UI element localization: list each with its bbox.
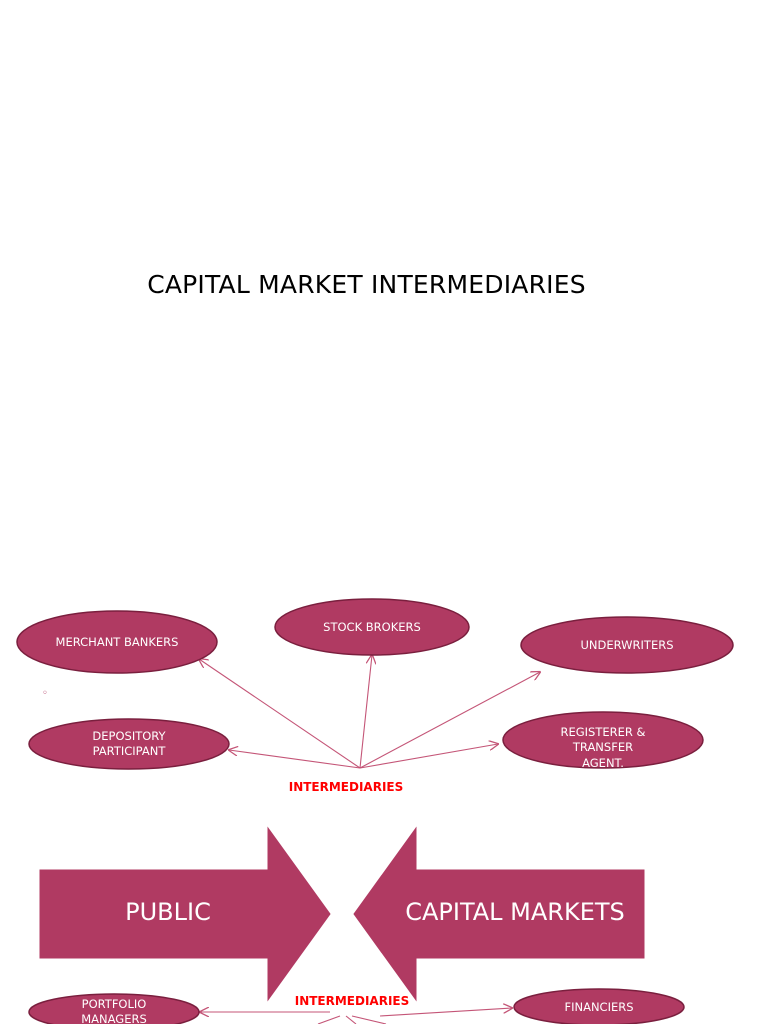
connector-depository-participant [229,750,361,769]
connector-stock-brokers [359,655,372,769]
center-label-top: INTERMEDIARIES [289,780,404,794]
top-connectors [199,655,540,769]
node-label: PORTFOLIO [82,997,147,1011]
node-financiers: FINANCIERS [513,988,685,1024]
node-label: PARTICIPANT [93,744,167,758]
node-merchant-bankers: MERCHANT BANKERS [16,610,218,674]
connector-merchant-bankers [199,659,361,769]
arrow-capital-markets: CAPITAL MARKETS [353,826,645,1002]
node-registerer-transfer-agent: REGISTERER & TRANSFER AGENT. [502,711,704,770]
connector-registerer [359,744,498,769]
node-label: MERCHANT BANKERS [56,635,179,649]
bottom-connectors [200,1008,512,1024]
connector-financiers [379,1008,512,1017]
node-label: UNDERWRITERS [581,638,674,652]
node-stock-brokers: STOCK BROKERS [274,598,470,656]
node-label: STOCK BROKERS [323,620,421,634]
connector-down-right [345,1015,357,1024]
node-underwriters: UNDERWRITERS [520,616,734,674]
connector-down-far [351,1015,387,1024]
node-label: FINANCIERS [564,1000,633,1014]
slide-title: CAPITAL MARKET INTERMEDIARIES [147,270,586,299]
node-label: TRANSFER [572,740,633,754]
connector-down-left [317,1015,341,1024]
arrow-public: PUBLIC [39,826,331,1002]
node-label: DEPOSITORY [92,729,166,743]
bullet-mark: ◦ [42,688,48,699]
node-label: MANAGERS [81,1012,147,1024]
center-label-bottom: INTERMEDIARIES [295,994,410,1008]
arrow-public-label: PUBLIC [125,898,211,926]
arrow-capital-markets-label: CAPITAL MARKETS [405,898,625,926]
node-portfolio-managers: PORTFOLIO MANAGERS [28,993,200,1024]
node-label: AGENT. [582,756,624,770]
node-depository-participant: DEPOSITORY PARTICIPANT [28,718,230,770]
node-label: REGISTERER & [560,725,645,739]
connector-underwriters [359,672,540,769]
